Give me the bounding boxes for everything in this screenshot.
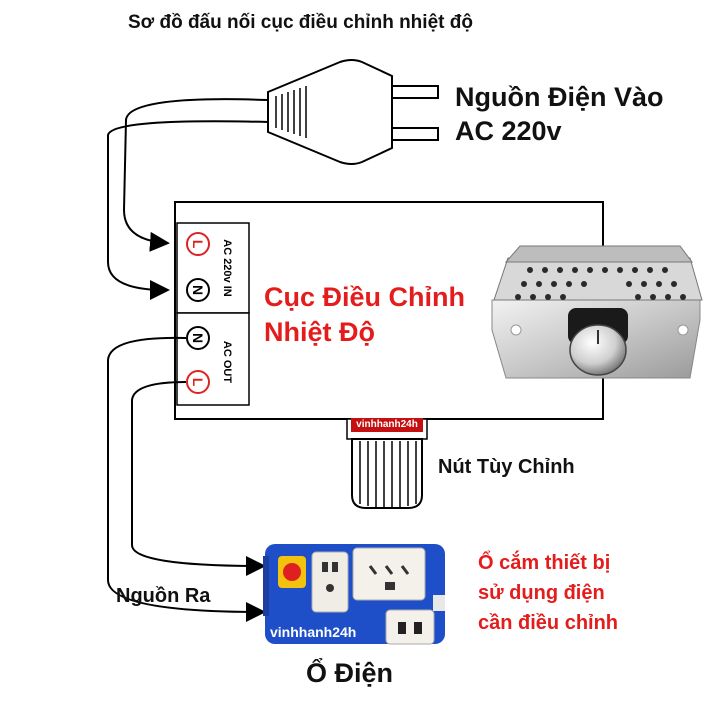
outlet-note-line2: sử dụng điện [478,582,605,604]
terminal-in-label: AC 220v IN [221,239,233,297]
wire-in-l [122,98,269,252]
outlet-note-line3: cần điều chỉnh [478,612,619,634]
controller-label-line2: Nhiệt Độ [264,317,375,347]
regulator-module-photo [491,245,703,379]
watermark-knob: vinhhanh24h [351,418,423,432]
terminal-letter: L [190,240,206,249]
plug-icon [267,59,439,165]
controller-label-line1: Cục Điều Chỉnh [264,282,465,312]
terminal-letter: N [190,285,206,295]
adjust-knob-icon [346,418,428,509]
terminal-letter: L [190,378,206,387]
watermark-socket: vinhhanh24h [270,624,357,640]
terminal-block: L N N L AC 220v IN AC OUT [176,222,250,406]
power-in-voltage: AC 220v [455,116,562,146]
terminal-out-n [186,326,210,350]
terminal-out-l [186,370,210,394]
socket-photo [263,544,445,645]
terminal-letter: N [190,333,206,343]
wire-out-n [107,336,266,622]
diagram-title: Sơ đồ đấu nối cục điều chỉnh nhiệt độ [128,12,473,33]
power-out-label: Nguồn Ra [116,585,211,607]
terminal-in-n [186,278,210,302]
knob-label: Nút Tùy Chỉnh [438,456,575,478]
wire-in-n [107,120,269,300]
outlet-note-line1: Ổ cắm thiết bị [478,552,611,574]
socket-label: Ổ Điện [306,658,394,688]
terminal-out-label: AC OUT [221,341,233,383]
terminal-in-l [186,232,210,256]
wire-out-l [131,381,266,576]
power-in-label: Nguồn Điện Vào [455,82,664,112]
